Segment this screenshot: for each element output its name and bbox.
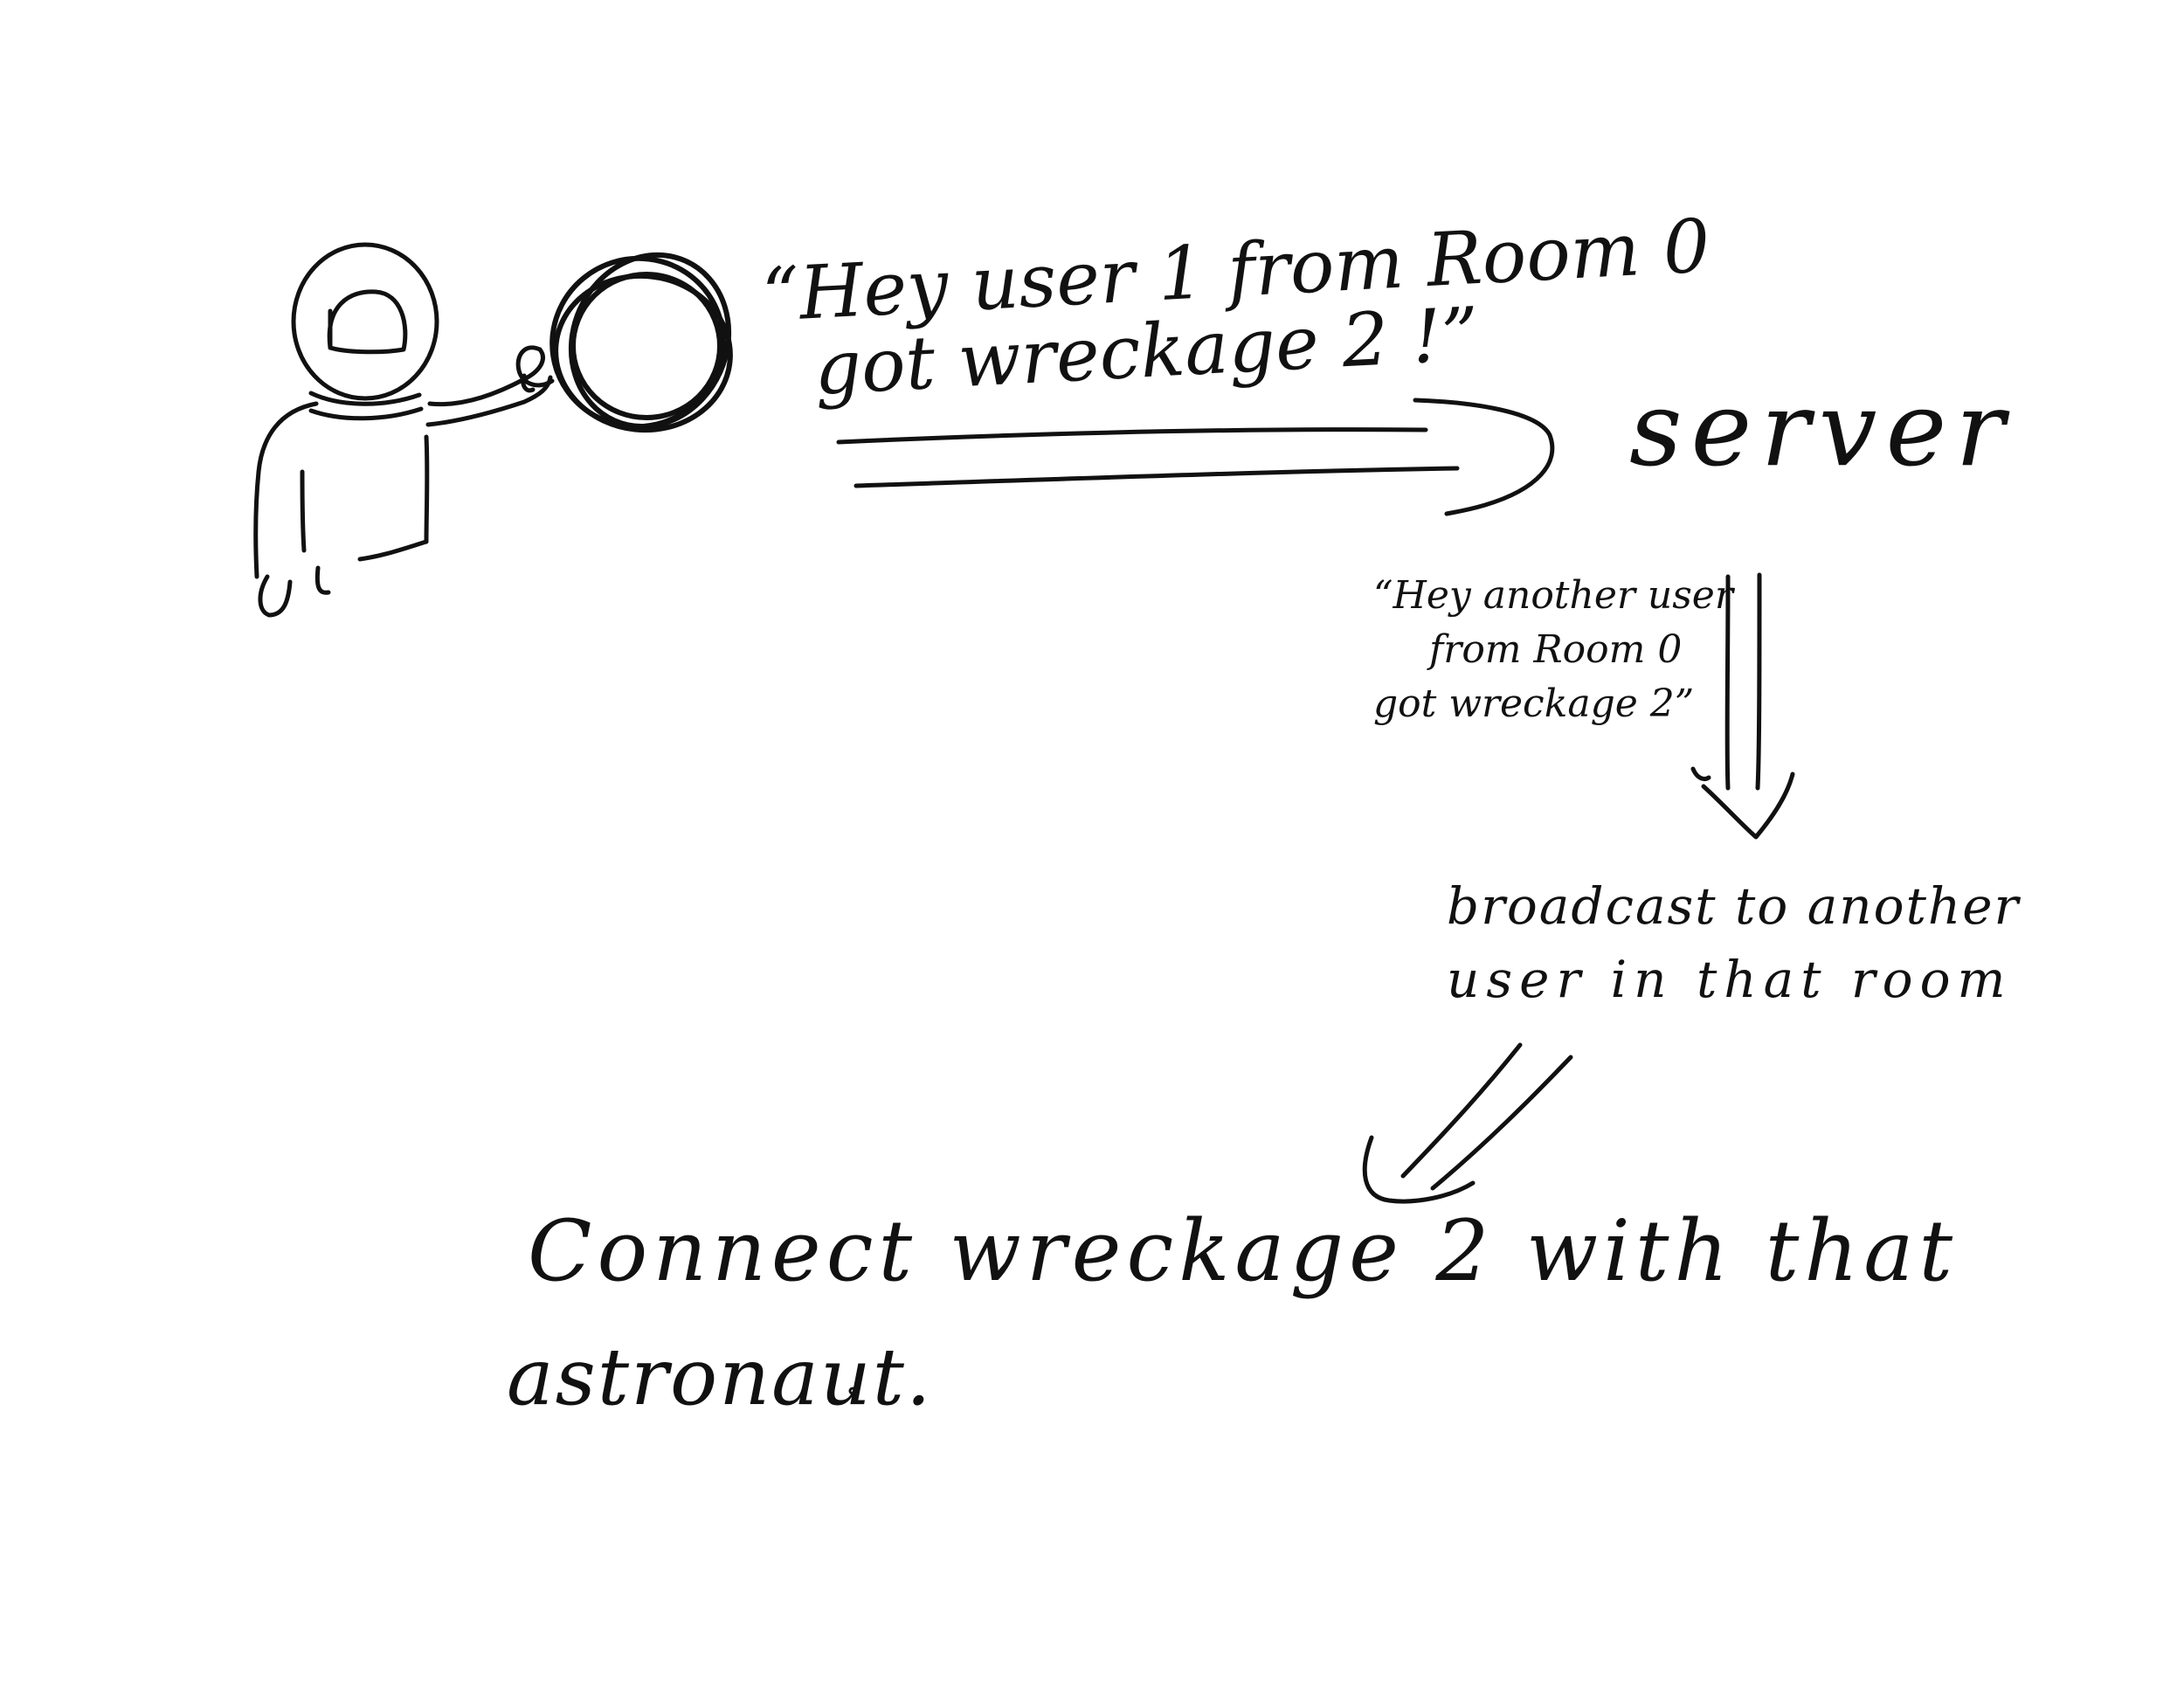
wreckage-icon — [549, 252, 733, 433]
result-line-1: Connect wreckage 2 with that — [528, 1202, 1959, 1300]
relay-message-line-3: got wreckage 2” — [1373, 681, 1695, 726]
broadcast-line-1: broadcast to another — [1447, 876, 2021, 936]
arrow-to-astronaut — [1362, 1042, 1573, 1204]
arrow-down-from-server — [1690, 572, 1795, 840]
relay-message-line-2: from Room 0 — [1429, 627, 1683, 672]
period-dot — [848, 1387, 857, 1395]
broadcast-line-2: user in that room — [1447, 950, 2013, 1009]
astronaut-figure-icon — [253, 242, 555, 618]
result-line-2: astronaut. — [507, 1332, 933, 1423]
relay-message-line-1: “Hey another user — [1373, 573, 1733, 618]
server-label: server — [1629, 369, 2014, 489]
arrow-to-server — [836, 398, 1555, 516]
